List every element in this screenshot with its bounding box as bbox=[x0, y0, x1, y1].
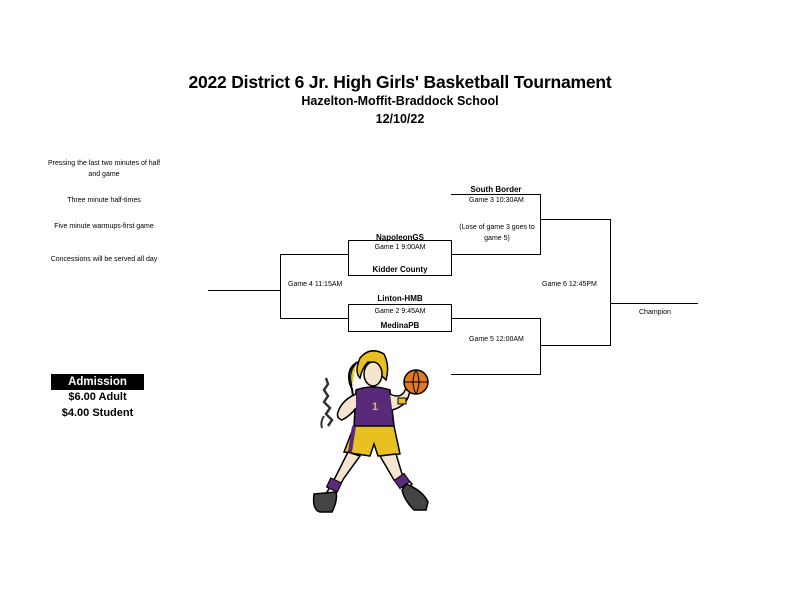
game6-bottom-line bbox=[540, 345, 611, 346]
admission-title: Admission bbox=[51, 374, 144, 390]
team-medinapb: MedinaPB bbox=[380, 321, 420, 330]
page-title: 2022 District 6 Jr. High Girls' Basketba… bbox=[188, 72, 612, 92]
note-concessions: Concessions will be served all day bbox=[50, 256, 158, 263]
team-kidder-county: Kidder County bbox=[372, 265, 428, 274]
game4-top-line bbox=[280, 254, 349, 255]
game5-top-line bbox=[451, 318, 541, 319]
champion-line bbox=[610, 303, 698, 304]
game6-vertical-line bbox=[610, 219, 611, 346]
game5-bottom-line bbox=[451, 374, 541, 375]
event-date: 12/10/22 bbox=[375, 112, 425, 126]
game1-left-line bbox=[348, 240, 349, 276]
team-south-border: South Border bbox=[470, 185, 522, 194]
game1-label: Game 1 9:00AM bbox=[374, 244, 426, 251]
game4-bottom-line bbox=[280, 318, 349, 319]
game2-label: Game 2 9:45AM bbox=[374, 308, 426, 315]
champion-label: Champion bbox=[639, 309, 671, 316]
game6-top-line bbox=[540, 219, 611, 220]
game1-top-line bbox=[348, 240, 452, 241]
basketball-player-illustration: 1 bbox=[312, 350, 429, 513]
note-warmups: Five minute warmups-first game bbox=[54, 223, 154, 230]
svg-text:1: 1 bbox=[372, 401, 378, 413]
game1-bottom-line bbox=[348, 275, 452, 276]
note-pressing: Pressing the last two minutes of half an… bbox=[47, 160, 161, 178]
game5-label: Game 5 12:00AM bbox=[469, 336, 524, 343]
game4-label: Game 4 11:15AM bbox=[288, 281, 343, 288]
game3-note: (Lose of game 3 goes to game 5) bbox=[459, 224, 535, 242]
admission-adult-price: $6.00 Adult bbox=[68, 391, 127, 403]
school-name: Hazelton-Moffit-Braddock School bbox=[301, 94, 499, 108]
game6-label: Game 6 12:45PM bbox=[542, 281, 597, 288]
note-halftimes: Three minute half-times bbox=[67, 197, 141, 204]
game3-label: Game 3 10:30AM bbox=[469, 197, 524, 204]
game4-output-line bbox=[208, 290, 281, 291]
game2-bottom-line bbox=[348, 331, 452, 332]
game1-right-line bbox=[451, 240, 452, 276]
game5-vertical-line bbox=[540, 318, 541, 375]
team-linton-hmb: Linton-HMB bbox=[377, 294, 423, 303]
game3-bottom-line bbox=[451, 254, 541, 255]
game4-vertical-line bbox=[280, 254, 281, 319]
admission-student-price: $4.00 Student bbox=[61, 407, 134, 419]
game2-top-line bbox=[348, 304, 452, 305]
team-napoleongs: NapoleonGS bbox=[375, 233, 424, 242]
game3-vertical-line bbox=[540, 194, 541, 255]
game3-top-line bbox=[451, 194, 541, 195]
